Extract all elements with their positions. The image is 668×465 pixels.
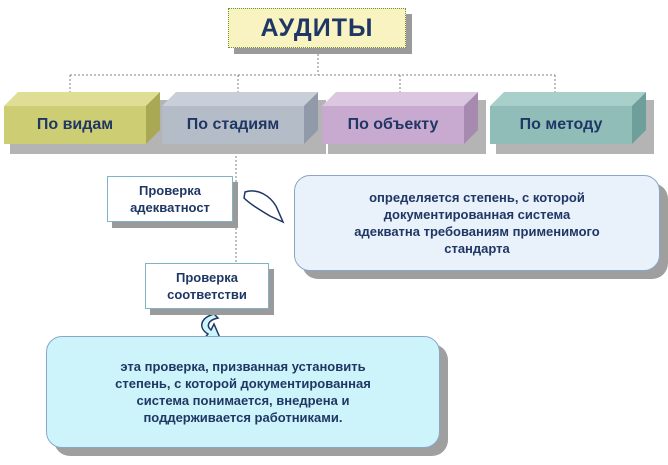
diagram-title: АУДИТЫ (228, 8, 406, 48)
curved-arrow-icon (243, 190, 285, 224)
curved-arrow-icon-2 (201, 313, 222, 341)
stage-label-line2: адекватност (130, 200, 210, 215)
category-block-metodu: По методу (490, 92, 660, 154)
stage-box-adequacy: Проверка адекватност (107, 176, 233, 222)
callout-line: документированная система (383, 207, 571, 222)
callout-line: степень, с которой документированная (115, 376, 371, 391)
callout-line: стандарта (444, 241, 510, 256)
callout-line: эта проверка, призванная установить (120, 359, 366, 374)
category-block-stadiyam: По стадиям (162, 92, 332, 154)
callout-line: адекватна требованиям применимого (354, 224, 600, 239)
category-block-obektu: По объекту (322, 92, 492, 154)
callout-adequacy-definition: определяется степень, с которой документ… (294, 175, 660, 271)
category-label: По стадиям (162, 106, 304, 144)
callout-compliance-definition: эта проверка, призванная установить степ… (46, 336, 440, 448)
stage-box-compliance: Проверка соответстви (145, 263, 269, 309)
stage-label-line1: Проверка (139, 183, 201, 198)
category-label: По видам (4, 106, 146, 144)
callout-line: система понимается, внедрена и (136, 393, 350, 408)
category-label: По объекту (322, 106, 464, 144)
callout-line: определяется степень, с которой (369, 190, 585, 205)
callout-line: поддерживается работниками. (143, 410, 343, 425)
stage-label-line1: Проверка (176, 270, 238, 285)
category-block-vidam: По видам (4, 92, 174, 154)
stage-label-line2: соответстви (167, 287, 247, 302)
category-label: По методу (490, 106, 632, 144)
